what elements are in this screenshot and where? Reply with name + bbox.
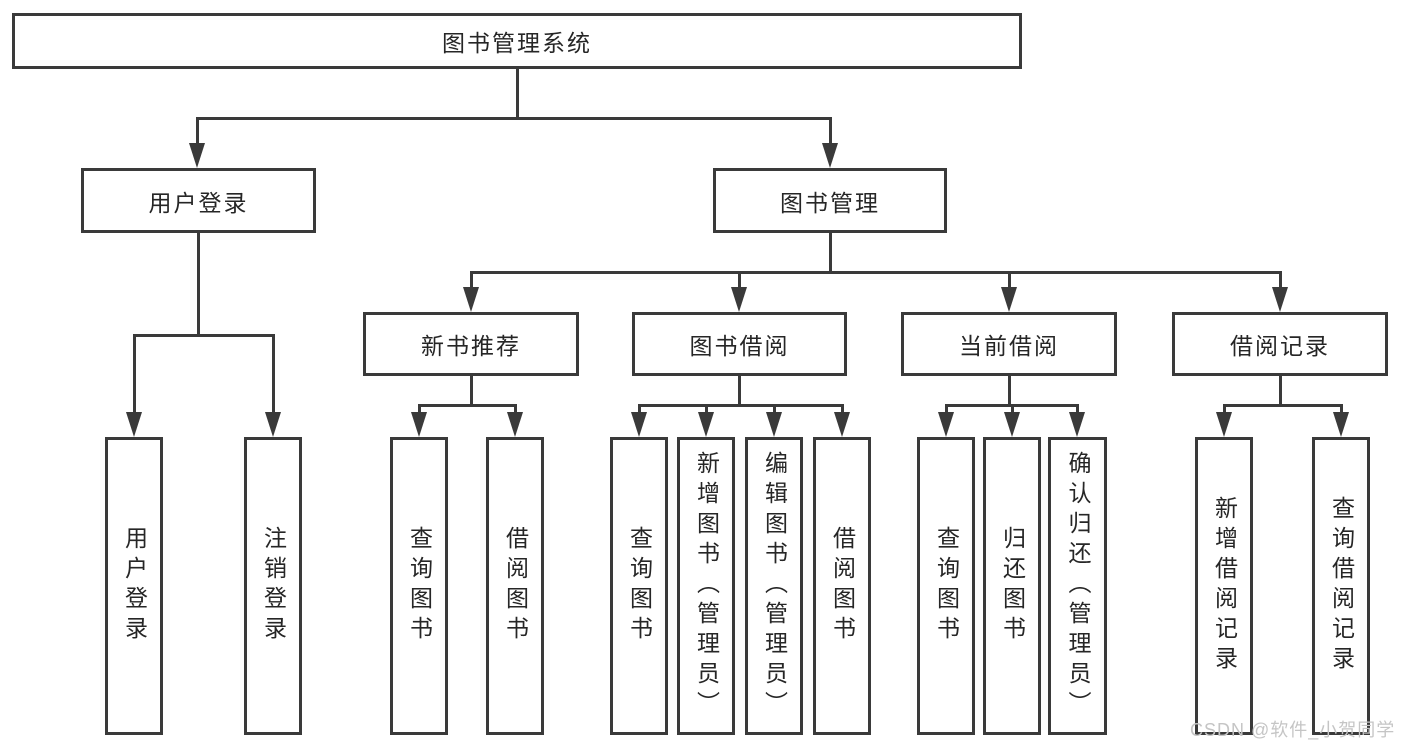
node-current-borrow-label: 当前借阅 (959, 333, 1059, 359)
arrow-down-icon (1272, 287, 1288, 312)
leaf-user-login-label: 用户登录 (121, 526, 148, 646)
leaf-user-login: 用户登录 (105, 437, 163, 735)
arrow-down-icon (698, 412, 714, 437)
leaf-add-book-admin: 新增图书（管理员） (677, 437, 735, 735)
connector-line (840, 404, 844, 415)
leaf-confirm-return-admin-label: 确认归还（管理员） (1065, 451, 1091, 721)
leaf-borrow-book-label: 借阅图书 (829, 526, 856, 646)
arrow-down-icon (1216, 412, 1232, 437)
leaf-recommend-borrow-book-label: 借阅图书 (502, 526, 529, 646)
arrow-down-icon (126, 412, 142, 437)
node-book-borrow-label: 图书借阅 (689, 333, 790, 359)
connector-line (1278, 271, 1282, 290)
connector-line (1007, 376, 1011, 407)
node-book-management: 图书管理 (713, 168, 947, 233)
connector-line (738, 271, 741, 290)
connector-line (1075, 404, 1079, 415)
arrow-down-icon (631, 412, 647, 437)
csdn-watermark: CSDN @软件_小贺同学 (1190, 720, 1396, 740)
leaf-recommend-borrow-book: 借阅图书 (486, 437, 544, 735)
connector-line (1339, 404, 1343, 415)
connector-line (195, 117, 832, 120)
arrow-down-icon (189, 143, 205, 168)
leaf-current-query-book-label: 查询图书 (933, 526, 960, 646)
connector-line (469, 271, 1282, 274)
connector-line (1222, 404, 1226, 415)
leaf-recommend-query-book: 查询图书 (390, 437, 448, 735)
leaf-add-book-admin-label: 新增图书（管理员） (693, 451, 720, 721)
node-user-login: 用户登录 (81, 168, 316, 233)
connector-line (271, 334, 275, 415)
node-new-book-recommend: 新书推荐 (363, 312, 579, 376)
node-root: 图书管理系统 (12, 13, 1022, 69)
node-borrow-records-label: 借阅记录 (1230, 333, 1330, 359)
connector-line (469, 376, 473, 407)
connector-line (195, 117, 199, 145)
arrow-down-icon (822, 143, 838, 168)
leaf-confirm-return-admin: 确认归还（管理员） (1048, 437, 1107, 735)
node-borrow-records: 借阅记录 (1172, 312, 1388, 376)
connector-line (417, 404, 421, 415)
connector-line (132, 334, 136, 415)
leaf-query-borrow-record: 查询借阅记录 (1312, 437, 1370, 735)
connector-line (828, 117, 832, 145)
node-current-borrow: 当前借阅 (901, 312, 1117, 376)
connector-line (704, 404, 708, 415)
connector-line (1007, 271, 1011, 290)
arrow-down-icon (463, 287, 479, 312)
leaf-return-book-label: 归还图书 (999, 526, 1026, 646)
node-book-management-label: 图书管理 (780, 189, 880, 216)
leaf-add-borrow-record: 新增借阅记录 (1195, 437, 1253, 735)
arrow-down-icon (1004, 412, 1020, 437)
connector-line (469, 271, 473, 290)
leaf-borrow-query-book: 查询图书 (610, 437, 668, 735)
connector-line (1010, 404, 1014, 415)
arrow-down-icon (1333, 412, 1349, 437)
arrow-down-icon (1001, 287, 1017, 312)
arrow-down-icon (411, 412, 427, 437)
leaf-return-book: 归还图书 (983, 437, 1041, 735)
node-user-login-label: 用户登录 (148, 189, 249, 216)
connector-line (513, 404, 517, 415)
node-book-borrow: 图书借阅 (632, 312, 847, 376)
leaf-add-borrow-record-label: 新增借阅记录 (1211, 496, 1238, 676)
connector-line (1278, 376, 1282, 407)
connector-line (772, 404, 776, 415)
connector-line (828, 233, 832, 274)
arrow-down-icon (766, 412, 782, 437)
arrow-down-icon (731, 287, 747, 312)
node-new-book-recommend-label: 新书推荐 (421, 333, 521, 359)
arrow-down-icon (1069, 412, 1085, 437)
leaf-edit-book-admin: 编辑图书（管理员） (745, 437, 803, 735)
leaf-borrow-book: 借阅图书 (813, 437, 871, 735)
leaf-edit-book-admin-label: 编辑图书（管理员） (761, 451, 788, 721)
connector-line (196, 233, 200, 337)
leaf-logout: 注销登录 (244, 437, 302, 735)
arrow-down-icon (938, 412, 954, 437)
arrow-down-icon (834, 412, 850, 437)
connector-line (417, 404, 517, 407)
node-root-label: 图书管理系统 (442, 30, 592, 56)
connector-line (515, 69, 519, 120)
arrow-down-icon (507, 412, 523, 437)
leaf-query-borrow-record-label: 查询借阅记录 (1328, 496, 1355, 676)
leaf-recommend-query-book-label: 查询图书 (406, 526, 433, 646)
arrow-down-icon (265, 412, 281, 437)
connector-line (132, 334, 275, 337)
leaf-current-query-book: 查询图书 (917, 437, 975, 735)
leaf-borrow-query-book-label: 查询图书 (626, 526, 653, 646)
connector-line (738, 376, 741, 407)
connector-line (1222, 404, 1343, 407)
connector-line (944, 404, 948, 415)
connector-line (637, 404, 641, 415)
leaf-logout-label: 注销登录 (260, 526, 287, 646)
connector-line (637, 404, 844, 407)
